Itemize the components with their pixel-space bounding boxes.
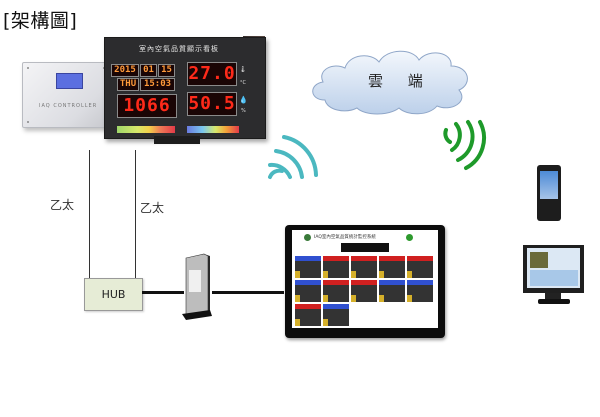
comfort-level-colorbar — [187, 126, 239, 133]
desktop-monitor-icon — [523, 245, 584, 293]
month-readout: 01 — [140, 64, 157, 77]
sensor-tile[interactable] — [407, 256, 433, 278]
hub-label: HUB — [101, 288, 126, 301]
hub-to-client-cable — [142, 291, 184, 294]
hub-box: HUB — [84, 278, 143, 311]
desktop-base — [538, 299, 570, 304]
ethernet-label-left: 乙太 — [50, 198, 75, 212]
diagram-title: [架構圖] — [3, 10, 78, 32]
ethernet-cable-right — [135, 150, 136, 279]
air-quality-display-board: 室內空氣品質顯示看板 2015 01 15 THU 15:03 1066 27.… — [104, 37, 266, 139]
user-icon — [406, 234, 413, 241]
desktop-chart — [530, 270, 578, 286]
temp-unit: °C — [240, 80, 246, 86]
day-readout: 15 — [158, 64, 175, 77]
sensor-tile[interactable] — [379, 280, 405, 302]
sensor-tile[interactable] — [351, 280, 377, 302]
cloud-icon — [312, 50, 468, 115]
logo-icon — [304, 234, 311, 241]
desktop-stand — [545, 293, 561, 299]
sensor-tile[interactable] — [323, 280, 349, 302]
sensor-tile[interactable] — [295, 256, 321, 278]
monitoring-screen: IAQ室內空氣品質統計監控系統 — [292, 230, 438, 328]
co2-readout: 1066 — [117, 94, 177, 118]
controller-label: IAQ CONTROLLER — [39, 103, 98, 109]
pda-screen — [540, 171, 558, 199]
thermometer-icon: 🌡 — [239, 66, 247, 73]
sensor-tile[interactable] — [323, 256, 349, 278]
sensor-tile[interactable] — [323, 304, 349, 326]
time-readout: 15:03 — [140, 78, 175, 91]
screw — [27, 121, 29, 123]
thin-client-computer-icon — [182, 253, 212, 320]
co2-level-colorbar — [117, 126, 175, 133]
screw — [27, 67, 29, 69]
client-to-monitor-cable — [212, 291, 284, 294]
ethernet-label-right: 乙太 — [140, 201, 165, 215]
pda-device-icon — [537, 165, 561, 221]
year-readout: 2015 — [111, 64, 139, 77]
cloud-label: 雲 端 — [368, 72, 433, 90]
humidity-unit: % — [241, 108, 246, 114]
sensor-tile[interactable] — [407, 280, 433, 302]
monitor-header: IAQ室內空氣品質統計監控系統 — [314, 235, 376, 240]
controller-lcd — [56, 73, 83, 89]
board-title: 室內空氣品質顯示看板 — [139, 45, 219, 53]
weekday-readout: THU — [117, 78, 139, 91]
desktop-screen — [527, 248, 580, 288]
sensor-tile[interactable] — [295, 304, 321, 326]
iaq-controller-device: IAQ CONTROLLER — [22, 62, 110, 128]
sensor-tile[interactable] — [295, 280, 321, 302]
sensor-tile[interactable] — [351, 256, 377, 278]
water-drop-icon: 💧 — [239, 96, 248, 104]
humidity-readout: 50.5 — [187, 92, 237, 116]
desktop-grid — [530, 252, 548, 268]
alarm-readout — [341, 243, 389, 252]
board-mount-bracket — [154, 136, 200, 144]
sensor-tile[interactable] — [379, 256, 405, 278]
wifi-signal-right-icon — [443, 120, 486, 170]
monitoring-display-panel: IAQ室內空氣品質統計監控系統 — [285, 225, 445, 338]
temperature-readout: 27.0 — [187, 62, 237, 86]
ethernet-cable-left — [89, 150, 90, 279]
wifi-signal-left-icon — [268, 135, 318, 179]
